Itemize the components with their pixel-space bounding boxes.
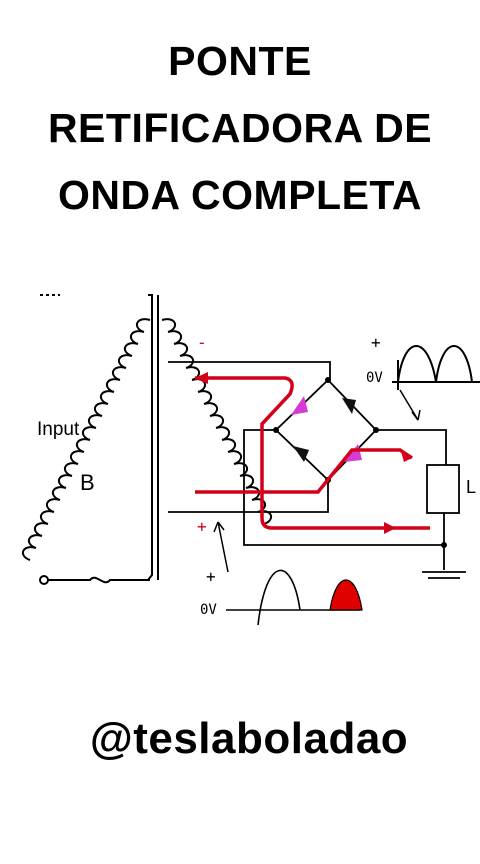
plus-secondary-label: + xyxy=(197,517,207,536)
input-label: Input xyxy=(37,419,80,440)
minus-secondary-label: - xyxy=(197,333,207,352)
title-line-3: ONDA COMPLETA xyxy=(57,172,423,218)
diode-bridge xyxy=(273,377,447,548)
plus-top-label: + xyxy=(371,333,381,352)
author-handle: @teslaboladao xyxy=(89,714,409,763)
plus-bottom-label: + xyxy=(206,567,216,586)
load-label: L xyxy=(466,477,476,497)
title-line-1: PONTE xyxy=(168,38,312,84)
input-waveform xyxy=(226,569,363,626)
bridge-rectifier-diagram: Input B L + 0V - + + 0V xyxy=(21,294,480,626)
primary-winding xyxy=(21,294,273,585)
current-path xyxy=(195,372,430,534)
secondary-wiring xyxy=(168,361,466,579)
title-line-2: RETIFICADORA DE xyxy=(47,105,433,151)
diode-dark-2 xyxy=(293,446,309,462)
zero-top-label: 0V xyxy=(366,370,383,386)
transformer-label: B xyxy=(80,470,95,495)
pointer-arrows xyxy=(213,389,421,573)
diode-dark-1 xyxy=(342,398,356,414)
page-title: PONTE RETIFICADORA DE ONDA COMPLETA xyxy=(0,28,480,229)
diode-lit-1 xyxy=(291,396,308,415)
zero-bottom-label: 0V xyxy=(200,602,217,618)
output-waveform xyxy=(392,345,480,390)
